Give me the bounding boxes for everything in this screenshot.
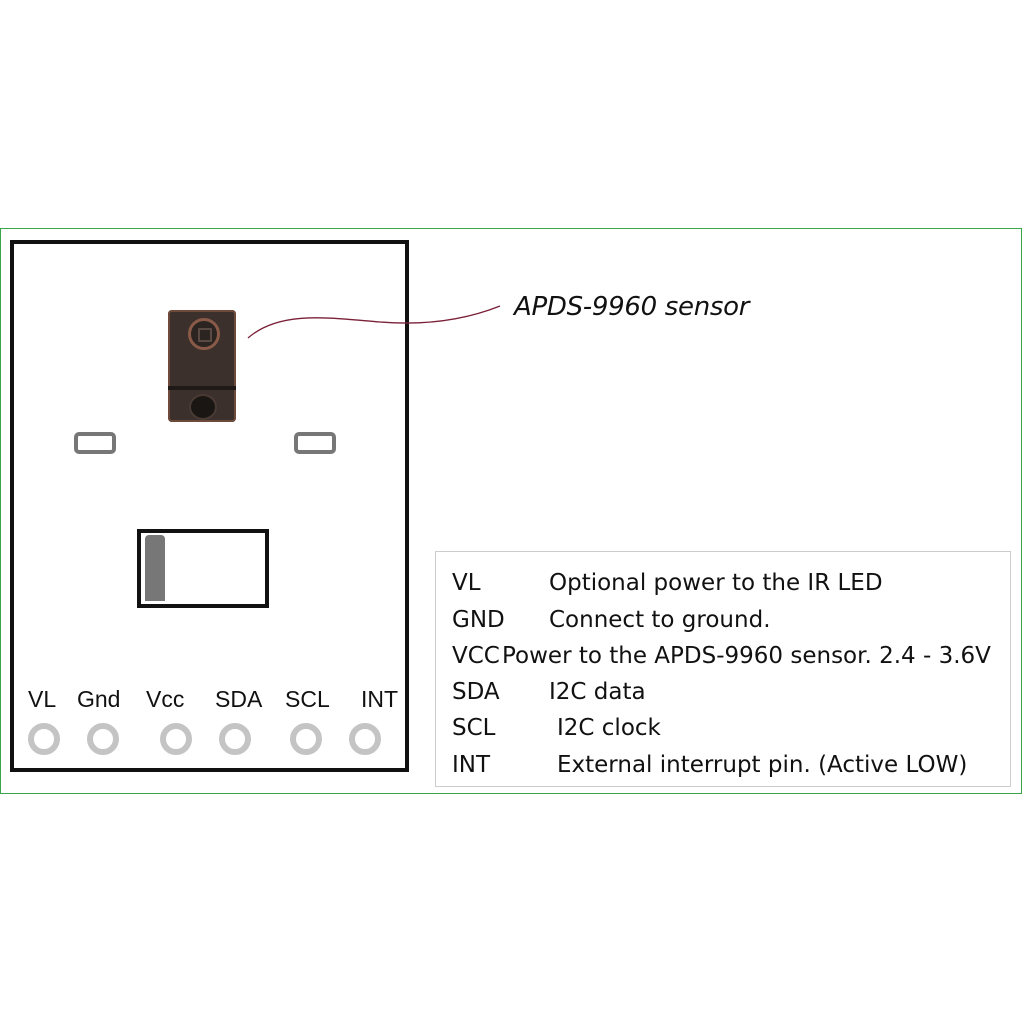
pin-description: I2C clock — [557, 715, 661, 741]
polarity-band — [145, 535, 165, 601]
pin-hole-sda — [219, 723, 251, 755]
pin-label-scl: SCL — [285, 686, 330, 712]
pin-description: Connect to ground. — [549, 607, 771, 633]
pin-name: GND — [452, 607, 505, 633]
pin-label-sda: SDA — [215, 686, 263, 712]
pin-hole-int — [349, 723, 381, 755]
pin-name: SCL — [452, 715, 496, 741]
solder-pad-left — [74, 432, 116, 454]
sensor-window — [188, 318, 220, 350]
pin-description: External interrupt pin. (Active LOW) — [557, 752, 968, 778]
pin-label-vcc: Vcc — [146, 686, 185, 712]
diagram-frame — [0, 228, 1022, 794]
pin-name: SDA — [452, 679, 500, 705]
pin-label-gnd: Gnd — [77, 686, 121, 712]
pin-hole-scl — [290, 723, 322, 755]
solder-pad-right — [294, 432, 336, 454]
pin-hole-gnd — [87, 723, 119, 755]
pin-hole-vcc — [160, 723, 192, 755]
component-footprint — [137, 529, 269, 608]
pin-hole-vl — [28, 723, 60, 755]
breakout-board-outline — [10, 240, 409, 772]
chip-seam — [168, 386, 236, 390]
sensor-callout-label: APDS-9960 sensor — [514, 292, 750, 322]
pin-name: VCC — [452, 643, 500, 669]
pin-name: VL — [452, 570, 481, 596]
pin-description-table: VL Optional power to the IR LED GND Connec… — [435, 551, 1011, 787]
pin-description: Optional power to the IR LED — [549, 570, 883, 596]
apds9960-sensor-chip — [168, 310, 236, 422]
pin-label-vl: VL — [28, 686, 57, 712]
pin-label-int: INT — [361, 686, 399, 712]
pin-description: Power to the APDS-9960 sensor. 2.4 - 3.6… — [502, 643, 991, 669]
pin-name: INT — [452, 752, 491, 778]
led-window — [189, 394, 217, 420]
pin-description: I2C data — [549, 679, 646, 705]
